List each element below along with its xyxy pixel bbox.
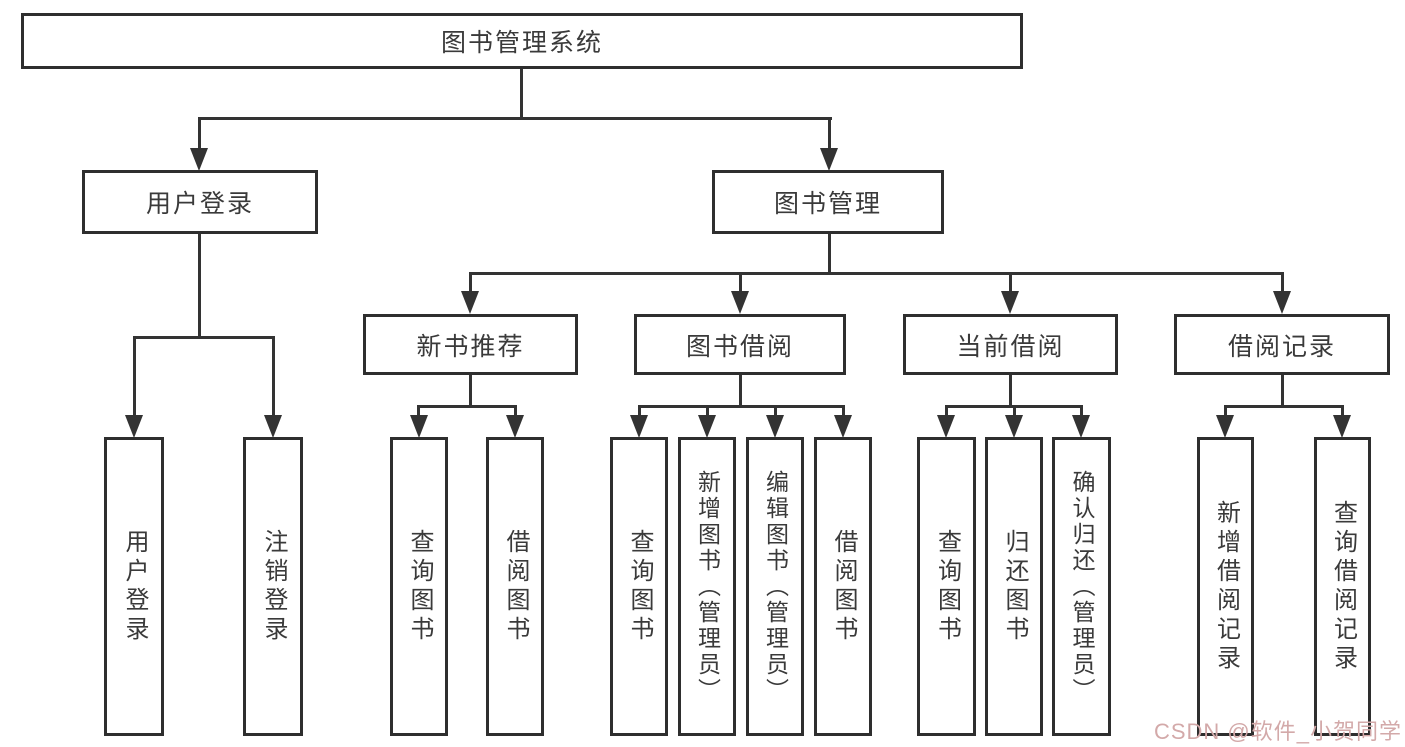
connector-user-login-drop [198, 117, 201, 150]
arrow-down-borrow-record [1273, 291, 1291, 314]
connector-cb-query-drop [945, 405, 948, 417]
connector-book-borrow-rail [638, 405, 845, 408]
arrow-down-cb-query [937, 415, 955, 438]
connector-borrow-record-rail [1224, 405, 1344, 408]
connector-bb-borrow-drop [842, 405, 845, 417]
connector-user-login-stem [198, 234, 201, 339]
arrow-down-bb-query [630, 415, 648, 438]
connector-root-stem [520, 69, 523, 120]
arrow-down-br-query [1333, 415, 1351, 438]
connector-current-borrow-drop [1009, 272, 1012, 294]
connector-new-book-rec-drop [469, 272, 472, 294]
node-root-label: 图书管理系统 [440, 29, 603, 57]
node-user-login: 用户登录 [82, 170, 318, 234]
leaf-br-add-record-label: 新增借阅记录 [1212, 499, 1240, 674]
connector-bb-add-drop [706, 405, 709, 417]
arrow-down-book-mgmt [820, 148, 838, 171]
leaf-br-query-record: 查询借阅记录 [1314, 437, 1371, 736]
arrow-down-rec-borrow [506, 415, 524, 438]
leaf-cb-return-books-label: 归还图书 [1001, 528, 1028, 645]
leaf-br-add-record: 新增借阅记录 [1197, 437, 1254, 736]
leaf-bb-add-books-admin: 新增图书（管理员） [678, 437, 736, 736]
leaf-cb-query-books: 查询图书 [917, 437, 976, 736]
node-user-login-label: 用户登录 [145, 190, 254, 218]
connector-current-borrow-stem [1009, 375, 1012, 408]
arrow-down-current-borrow [1001, 291, 1019, 314]
node-new-book-rec-label: 新书推荐 [416, 332, 525, 361]
connector-book-mgmt-drop [828, 117, 831, 150]
node-book-mgmt-label: 图书管理 [773, 190, 882, 218]
connector-borrow-record-stem [1281, 375, 1284, 408]
leaf-logout-label: 注销登录 [260, 528, 287, 645]
leaf-user-login-label: 用户登录 [121, 528, 148, 645]
node-borrow-record: 借阅记录 [1174, 314, 1390, 375]
leaf-rec-query-books: 查询图书 [390, 437, 448, 736]
leaf-cb-confirm-return-admin-label: 确认归还（管理员） [1069, 469, 1095, 704]
node-current-borrow-label: 当前借阅 [956, 332, 1065, 361]
leaf-bb-borrow-books: 借阅图书 [814, 437, 872, 736]
node-current-borrow: 当前借阅 [903, 314, 1118, 375]
arrow-down-user-login [190, 148, 208, 171]
connector-book-mgmt-stem [828, 234, 831, 275]
leaf-user-login: 用户登录 [104, 437, 164, 736]
connector-borrow-record-drop [1281, 272, 1284, 294]
leaf-rec-borrow-books: 借阅图书 [486, 437, 544, 736]
arrow-down-cb-confirm [1072, 415, 1090, 438]
leaf-rec-borrow-books-label: 借阅图书 [502, 528, 529, 645]
connector-rec-borrow-drop [514, 405, 517, 417]
connector-br-query-drop [1341, 405, 1344, 417]
leaf-rec-query-books-label: 查询图书 [406, 528, 433, 645]
connector-bb-query-drop [638, 405, 641, 417]
leaf-bb-edit-books-admin-label: 编辑图书（管理员） [762, 469, 789, 704]
arrow-down-bb-borrow [834, 415, 852, 438]
leaf-bb-borrow-books-label: 借阅图书 [830, 528, 857, 645]
connector-book-mgmt-rail [469, 272, 1284, 275]
connector-book-borrow-drop [739, 272, 742, 294]
node-new-book-rec: 新书推荐 [363, 314, 578, 375]
leaf-bb-add-books-admin-label: 新增图书（管理员） [694, 469, 721, 704]
connector-user-login-rail [133, 336, 275, 339]
arrow-down-leaf-login [125, 415, 143, 438]
connector-br-add-drop [1224, 405, 1227, 417]
arrow-down-book-borrow [731, 291, 749, 314]
leaf-bb-query-books-label: 查询图书 [626, 528, 653, 645]
arrow-down-br-add [1216, 415, 1234, 438]
leaf-bb-edit-books-admin: 编辑图书（管理员） [746, 437, 804, 736]
leaf-logout: 注销登录 [243, 437, 303, 736]
node-book-borrow: 图书借阅 [634, 314, 846, 375]
arrow-down-leaf-logout [264, 415, 282, 438]
node-book-mgmt: 图书管理 [712, 170, 944, 234]
connector-book-borrow-stem [739, 375, 742, 408]
leaf-br-query-record-label: 查询借阅记录 [1329, 499, 1357, 674]
arrow-down-bb-edit [766, 415, 784, 438]
connector-cb-return-drop [1013, 405, 1016, 417]
connector-root-rail [198, 117, 832, 120]
arrow-down-rec-query [410, 415, 428, 438]
leaf-bb-query-books: 查询图书 [610, 437, 668, 736]
node-root: 图书管理系统 [21, 13, 1023, 69]
connector-leaf-login-drop [133, 336, 136, 417]
node-borrow-record-label: 借阅记录 [1227, 332, 1336, 361]
arrow-down-cb-return [1005, 415, 1023, 438]
connector-bb-edit-drop [774, 405, 777, 417]
arrow-down-bb-add [698, 415, 716, 438]
connector-rec-query-drop [417, 405, 420, 417]
connector-leaf-logout-drop [272, 336, 275, 417]
leaf-cb-query-books-label: 查询图书 [933, 528, 961, 645]
node-book-borrow-label: 图书借阅 [685, 332, 794, 361]
connector-cb-confirm-drop [1080, 405, 1083, 417]
connector-new-book-rec-rail [417, 405, 517, 408]
connector-new-book-rec-stem [469, 375, 472, 408]
arrow-down-new-book-rec [461, 291, 479, 314]
leaf-cb-return-books: 归还图书 [985, 437, 1043, 736]
leaf-cb-confirm-return-admin: 确认归还（管理员） [1052, 437, 1111, 736]
